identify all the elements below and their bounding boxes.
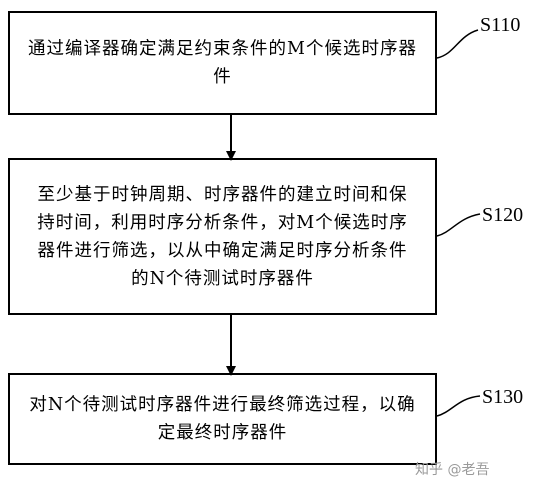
step-s130-box: 对N个待测试时序器件进行最终筛选过程，以确定最终时序器件 [8, 373, 437, 465]
step-s110-text: 通过编译器确定满足约束条件的M个候选时序器件 [28, 39, 417, 87]
step-s120-text: 至少基于时钟周期、时序器件的建立时间和保持时间，利用时序分析条件，对M个候选时序… [37, 184, 408, 289]
step-label-s120: S120 [482, 204, 524, 226]
step-label-s130: S130 [482, 386, 524, 408]
leader-s130 [436, 395, 481, 417]
step-label-s110: S110 [480, 14, 521, 36]
leader-s120 [436, 213, 481, 237]
watermark-text: 知乎 @老吾 [415, 462, 490, 478]
step-s120-box: 至少基于时钟周期、时序器件的建立时间和保持时间，利用时序分析条件，对M个候选时序… [8, 158, 437, 315]
step-s110-box: 通过编译器确定满足约束条件的M个候选时序器件 [8, 11, 437, 115]
leader-s110 [436, 29, 479, 59]
step-s130-text: 对N个待测试时序器件进行最终筛选过程，以确定最终时序器件 [29, 395, 416, 443]
